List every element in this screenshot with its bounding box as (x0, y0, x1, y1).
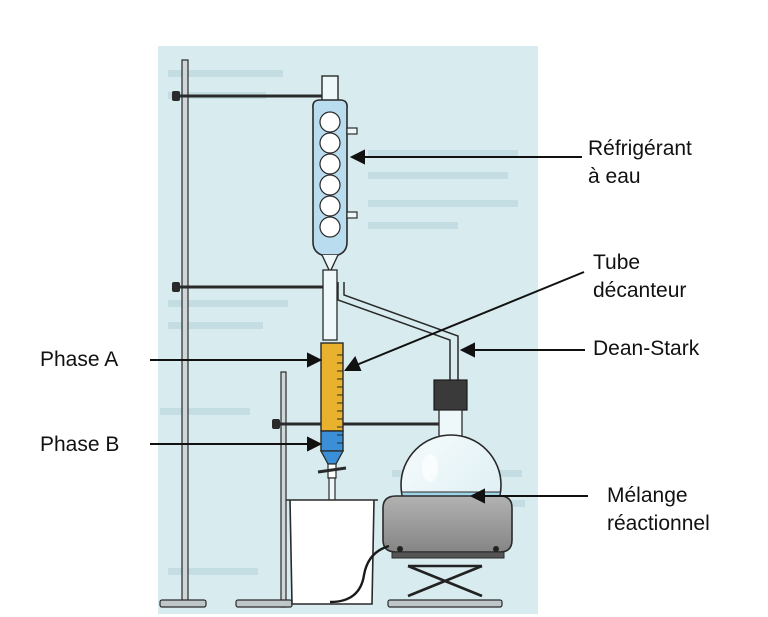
label-melange-line2: réactionnel (607, 512, 710, 535)
short-support-stand (235, 371, 293, 608)
label-refrigerant-line2: à eau (588, 165, 641, 188)
label-phase-b: Phase B (40, 433, 120, 456)
dean-stark-arm (337, 282, 459, 380)
label-arrows (150, 149, 588, 504)
decanter-tube (317, 342, 347, 503)
arrow-tube-decanteur (353, 271, 585, 367)
label-dean-stark: Dean-Stark (593, 337, 700, 360)
clamp-knobs (172, 91, 280, 429)
phase-b-liquid (320, 430, 344, 452)
power-cable (329, 544, 390, 604)
label-melange-line1: Mélange (607, 484, 688, 507)
beaker (286, 499, 378, 605)
clamps (172, 94, 457, 426)
label-tube-line1: Tube (593, 251, 641, 274)
tall-support-stand (159, 59, 207, 608)
label-refrigerant-line1: Réfrigérant (588, 137, 692, 160)
lab-jack (387, 564, 503, 608)
heating-mantle (382, 495, 513, 559)
label-tube-line2: décanteur (593, 279, 687, 302)
label-phase-a: Phase A (40, 348, 119, 371)
condenser (312, 75, 358, 341)
